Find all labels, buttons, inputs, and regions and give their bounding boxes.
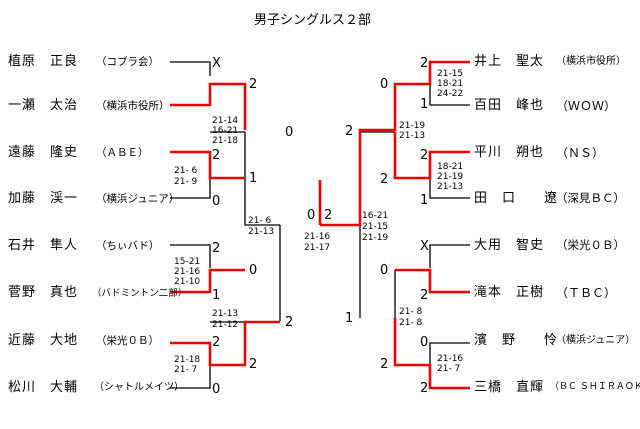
right-player-1-name: 井上 聖太: [474, 54, 545, 69]
final-right-result: 2: [324, 208, 333, 223]
left-r1-m1-bottom-result: 2: [249, 77, 258, 92]
right-r1-m2-score-2: 21-19: [437, 172, 464, 182]
left-player-1-club: （コブラ会）: [96, 56, 159, 68]
left-r1-m2-bottom-result: 1: [249, 171, 258, 186]
left-player-8-club: （シャトルメイツ）: [94, 382, 184, 393]
left-player-5-name: 石井 隼人: [8, 238, 79, 253]
left-r1-m1-score-1: 21-14: [212, 116, 239, 126]
left-player-6-club: （バドミントン二部）: [92, 288, 188, 299]
right-player-1-club: （横浜市役所）: [556, 56, 626, 67]
right-r1-m1-score-3: 24-22: [437, 89, 464, 99]
right-r1-m1-score-1: 21-15: [437, 69, 464, 79]
left-r1-m4-score-1: 21-13: [212, 309, 239, 319]
left-player-7-name: 近藤 大地: [8, 333, 79, 348]
right-player-3-club: （ＮＳ）: [556, 146, 605, 160]
left-r1-m4-score-2: 21-12: [212, 320, 239, 330]
right-r1-m4-score-1: 21-16: [437, 354, 464, 364]
right-player-7-name: 濱 野 怜: [474, 333, 559, 348]
left-r1-m3-score-3: 21-10: [174, 277, 201, 287]
left-player-3-name: 遠藤 隆史: [8, 145, 79, 160]
left-semi-score-1: 21- 6: [248, 216, 272, 226]
right-r1-m4-bottom-result: 2: [420, 381, 429, 396]
page-title: 男子シングルス２部: [254, 13, 372, 28]
right-player-2-name: 百田 峰也: [474, 98, 545, 113]
left-r1-m3-lower-result: 1: [212, 288, 221, 303]
right-player-3-name: 平川 朔也: [474, 145, 545, 160]
right-player-6-name: 滝本 正樹: [474, 285, 545, 300]
left-r1-m2-lower-result: 0: [212, 194, 221, 209]
right-r2b-score-1: 21- 8: [399, 307, 423, 317]
right-r1-m1-top-result: 2: [420, 56, 429, 71]
left-r1-m2-top-result: 2: [212, 148, 221, 163]
right-r2-top-result: 2: [345, 124, 354, 139]
right-semi-score-2: 21-15: [362, 222, 389, 232]
right-r1-m1-side-result: 0: [380, 77, 389, 92]
right-r2-bottom-result: 1: [345, 311, 354, 326]
left-r1-m3-top-result: 2: [212, 241, 221, 256]
left-r1-m1-score-2: 16-21: [212, 126, 239, 136]
right-semi-score-3: 21-19: [362, 233, 389, 243]
right-player-7-club: （横浜ジュニア）: [556, 335, 636, 346]
right-player-4-name: 田 口 遼: [474, 191, 559, 206]
left-r1-m4b-score-1: 21-18: [174, 355, 201, 365]
left-player-6-name: 菅野 真也: [8, 285, 79, 300]
left-player-5-club: （ちぃバド）: [96, 240, 160, 252]
left-player-3-club: （ＡＢＥ）: [96, 147, 149, 159]
left-r1-m3-score-2: 21-16: [174, 267, 201, 277]
left-semi-score-2: 21-13: [248, 227, 275, 237]
right-player-5-name: 大用 智史: [474, 238, 545, 253]
final-score-2: 21-17: [304, 243, 331, 253]
right-r1-m4-score-2: 21- 7: [437, 364, 461, 374]
left-r1-m3-bottom-result: 0: [249, 263, 258, 278]
right-player-8-club: （ＢＣ ＳＨＩＲＡＯＫＡ）: [550, 382, 640, 392]
left-r1-m4b-score-2: 21- 7: [174, 365, 198, 375]
left-r2-lower-x: 2: [249, 357, 258, 372]
left-player-4-name: 加藤 渓一: [8, 191, 79, 206]
left-r1-m2-score-1: 21- 6: [174, 166, 198, 176]
right-player-4-club: （深見ＢＣ）: [556, 191, 625, 205]
right-r1-m4-side-result: 2: [380, 357, 389, 372]
left-r1-m4-top-result: 2: [212, 335, 221, 350]
right-r1-m3-side-result: 0: [380, 263, 389, 278]
right-player-6-club: （ＴＢＣ）: [556, 286, 617, 300]
left-r1-m4-bottom-result: 0: [212, 382, 221, 397]
right-r1-m2-side-result: 2: [380, 172, 389, 187]
left-r2-top-result: 0: [285, 125, 294, 140]
right-player-8-name: 三橋 直輝: [474, 380, 545, 395]
left-player-7-club: （栄光０Ｂ）: [96, 335, 159, 347]
left-player-8-name: 松川 大輔: [8, 380, 79, 395]
left-player-4-club: （横浜ジュニア）: [96, 193, 180, 205]
left-r1-m3-score-1: 15-21: [174, 257, 201, 267]
right-r1-m2-score-3: 21-13: [437, 182, 464, 192]
right-r2b-score-2: 21- 8: [399, 318, 423, 328]
left-r1-m1-score-3: 21-18: [212, 136, 239, 146]
right-r2a-score-2: 21-13: [399, 131, 426, 141]
right-player-2-club: （ＷＯＷ）: [556, 99, 617, 113]
right-r1-m4-top-result: 0: [420, 335, 429, 350]
left-player-2-club: （横浜市役所）: [96, 100, 170, 112]
right-r1-m2-bottom-result: 1: [420, 193, 429, 208]
right-r1-m1-bottom-result: 1: [420, 97, 429, 112]
right-r1-m3-bottom-result: 2: [420, 288, 429, 303]
right-r1-m2-top-result: 2: [420, 148, 429, 163]
right-r1-m1-score-2: 18-21: [437, 79, 464, 89]
left-r2-bottom-result: 2: [285, 315, 294, 330]
right-semi-score-1: 16-21: [362, 211, 389, 221]
right-r1-m2-score-1: 18-21: [437, 162, 464, 172]
left-player-2-name: 一瀬 太治: [8, 98, 79, 113]
right-player-5-club: （栄光０Ｂ）: [556, 238, 625, 252]
final-left-result: 0: [307, 208, 316, 223]
right-r1-m3-top-result: X: [420, 239, 429, 254]
left-r1-m2-score-2: 21- 9: [174, 177, 198, 187]
final-score-1: 21-16: [304, 232, 331, 242]
right-r2a-score-1: 21-19: [399, 121, 426, 131]
left-player-1-name: 植原 正良: [8, 54, 79, 69]
left-r1-m1-top-result: X: [212, 56, 221, 71]
